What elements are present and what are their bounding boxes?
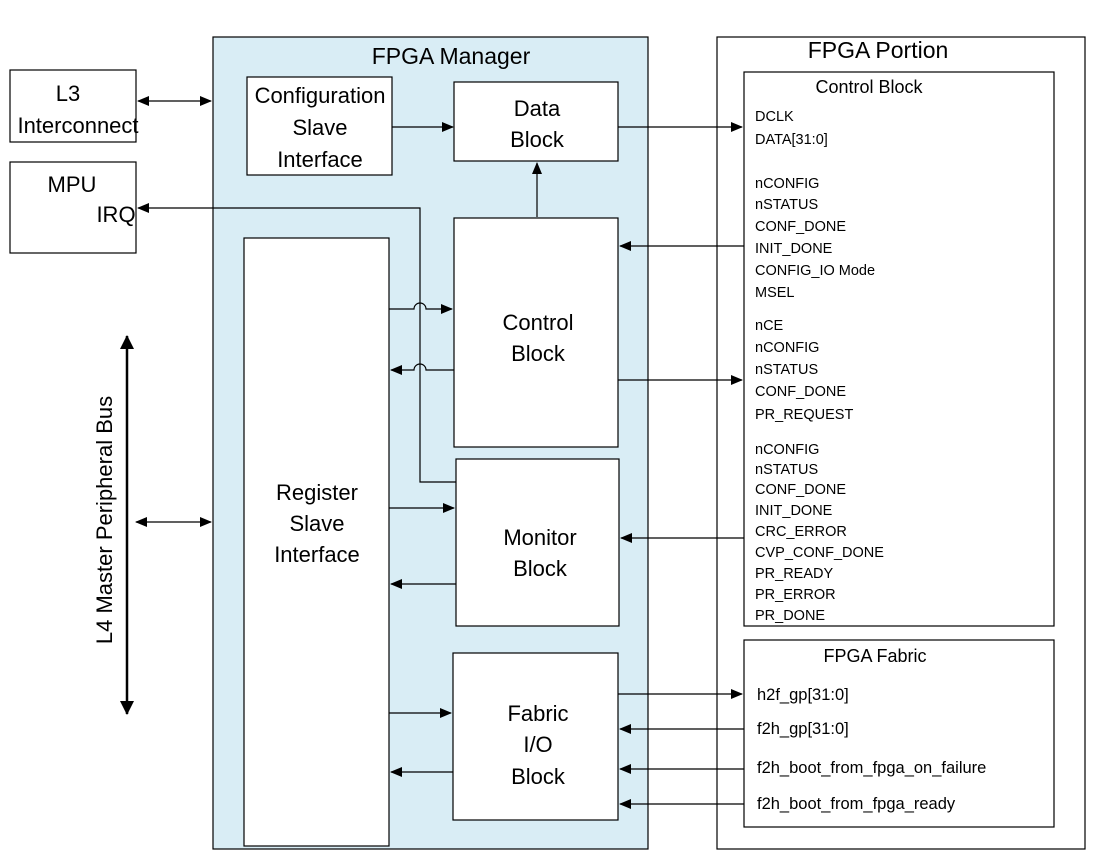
svg-text:CONF_DONE: CONF_DONE bbox=[755, 219, 846, 235]
svg-text:Block: Block bbox=[510, 127, 565, 152]
svg-text:h2f_gp[31:0]: h2f_gp[31:0] bbox=[757, 686, 849, 704]
connections bbox=[135, 96, 744, 809]
svg-text:PR_ERROR: PR_ERROR bbox=[755, 587, 836, 603]
svg-text:f2h_boot_from_fpga_on_failure: f2h_boot_from_fpga_on_failure bbox=[757, 759, 986, 777]
svg-text:PR_DONE: PR_DONE bbox=[755, 608, 825, 624]
svg-text:MPU: MPU bbox=[48, 172, 97, 197]
svg-text:CONFIG_IO Mode: CONFIG_IO Mode bbox=[755, 263, 875, 279]
svg-text:nSTATUS: nSTATUS bbox=[755, 197, 818, 213]
svg-text:Interface: Interface bbox=[277, 147, 363, 172]
monitor-block: Monitor Block bbox=[455, 458, 620, 627]
svg-text:Control Block: Control Block bbox=[815, 77, 923, 97]
svg-text:Block: Block bbox=[511, 341, 566, 366]
fpga-fabric-block: FPGA Fabric h2f_gp[31:0] f2h_gp[31:0] f2… bbox=[743, 639, 1055, 828]
svg-text:Slave: Slave bbox=[292, 115, 347, 140]
svg-text:Interconnect: Interconnect bbox=[17, 113, 138, 138]
svg-text:Slave: Slave bbox=[289, 511, 344, 536]
svg-text:nCONFIG: nCONFIG bbox=[755, 176, 819, 192]
svg-text:DCLK: DCLK bbox=[755, 109, 794, 125]
svg-text:Block: Block bbox=[511, 764, 566, 789]
control-block: Control Block bbox=[453, 217, 619, 448]
svg-text:Data: Data bbox=[514, 96, 561, 121]
svg-text:CONF_DONE: CONF_DONE bbox=[755, 482, 846, 498]
svg-text:CRC_ERROR: CRC_ERROR bbox=[755, 524, 847, 540]
svg-text:nSTATUS: nSTATUS bbox=[755, 362, 818, 378]
svg-text:PR_REQUEST: PR_REQUEST bbox=[755, 407, 853, 423]
mpu-box: MPU IRQ bbox=[9, 161, 137, 254]
svg-text:INIT_DONE: INIT_DONE bbox=[755, 241, 833, 257]
svg-text:Register: Register bbox=[276, 480, 358, 505]
svg-text:Configuration: Configuration bbox=[255, 83, 386, 108]
svg-text:PR_READY: PR_READY bbox=[755, 566, 833, 582]
svg-text:nSTATUS: nSTATUS bbox=[755, 462, 818, 478]
svg-text:Monitor: Monitor bbox=[503, 525, 576, 550]
svg-text:DATA[31:0]: DATA[31:0] bbox=[755, 132, 828, 148]
svg-text:Block: Block bbox=[513, 556, 568, 581]
fpga-manager-title: FPGA Manager bbox=[372, 43, 531, 69]
svg-text:MSEL: MSEL bbox=[755, 285, 795, 301]
svg-text:Interface: Interface bbox=[274, 542, 360, 567]
svg-text:FPGA Fabric: FPGA Fabric bbox=[823, 646, 926, 666]
l3-interconnect-box: L3 Interconnect bbox=[9, 69, 139, 143]
fabric-io-block: Fabric I/O Block bbox=[452, 652, 619, 821]
svg-text:nCONFIG: nCONFIG bbox=[755, 442, 819, 458]
svg-text:INIT_DONE: INIT_DONE bbox=[755, 503, 833, 519]
svg-text:L3: L3 bbox=[56, 81, 80, 106]
svg-text:Fabric: Fabric bbox=[507, 701, 568, 726]
svg-text:f2h_boot_from_fpga_ready: f2h_boot_from_fpga_ready bbox=[757, 795, 956, 813]
fpga-portion-title: FPGA Portion bbox=[808, 37, 949, 63]
svg-text:f2h_gp[31:0]: f2h_gp[31:0] bbox=[757, 720, 849, 738]
svg-text:CONF_DONE: CONF_DONE bbox=[755, 384, 846, 400]
register-slave-interface-block: Register Slave Interface bbox=[243, 237, 390, 847]
data-block: Data Block bbox=[453, 81, 619, 162]
svg-text:nCONFIG: nCONFIG bbox=[755, 340, 819, 356]
svg-text:I/O: I/O bbox=[523, 732, 552, 757]
fpga-control-block: Control Block DCLK DATA[31:0] nCONFIG nS… bbox=[743, 71, 1055, 627]
l4-bus-label: L4 Master Peripheral Bus bbox=[92, 396, 117, 644]
svg-text:Control: Control bbox=[503, 310, 574, 335]
svg-text:IRQ: IRQ bbox=[96, 202, 135, 227]
configuration-slave-interface-block: Configuration Slave Interface bbox=[246, 76, 393, 176]
svg-text:nCE: nCE bbox=[755, 318, 784, 334]
svg-text:CVP_CONF_DONE: CVP_CONF_DONE bbox=[755, 545, 884, 561]
